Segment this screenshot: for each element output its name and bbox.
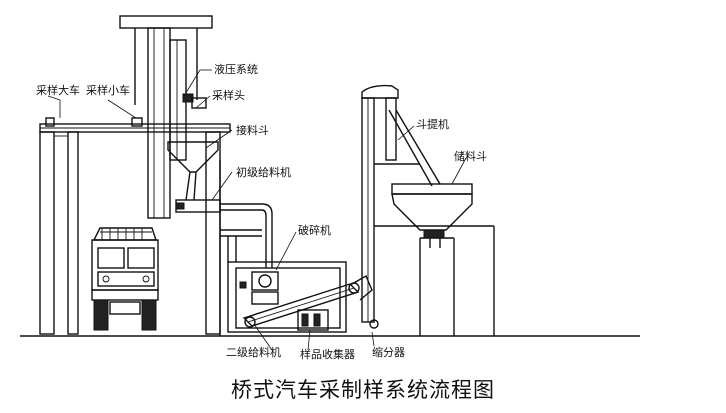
bucket-elevator-shape xyxy=(361,84,441,329)
label-sample-collector: 样品收集器 xyxy=(300,348,355,361)
label-crusher: 破碎机 xyxy=(298,224,331,237)
label-secondary-feeder: 二级给料机 xyxy=(226,346,281,359)
label-bucket-elevator: 斗提机 xyxy=(416,118,449,131)
label-receiving-hopper: 接料斗 xyxy=(236,124,269,137)
label-divider: 缩分器 xyxy=(372,346,405,359)
label-primary-feeder: 初级给料机 xyxy=(236,166,291,179)
label-small-cart: 采样小车 xyxy=(86,84,130,97)
storage-hopper-shape xyxy=(391,183,473,248)
truck-shape xyxy=(91,227,159,331)
sampler-column xyxy=(119,15,213,219)
label-storage-hopper: 储料斗 xyxy=(454,150,487,163)
label-big-cart: 采样大车 xyxy=(36,84,80,97)
primary-feeder-shape xyxy=(175,199,273,268)
label-hydraulic: 液压系统 xyxy=(214,63,258,76)
label-sample-head: 采样头 xyxy=(212,89,245,102)
leader-lines xyxy=(47,69,467,351)
building-outline xyxy=(219,160,495,336)
diagram-caption: 桥式汽车采制样系统流程图 xyxy=(231,378,495,402)
receiving-hopper-shape xyxy=(167,141,219,201)
inclined-conveyor xyxy=(242,275,373,328)
sample-collector-shape xyxy=(297,309,329,331)
